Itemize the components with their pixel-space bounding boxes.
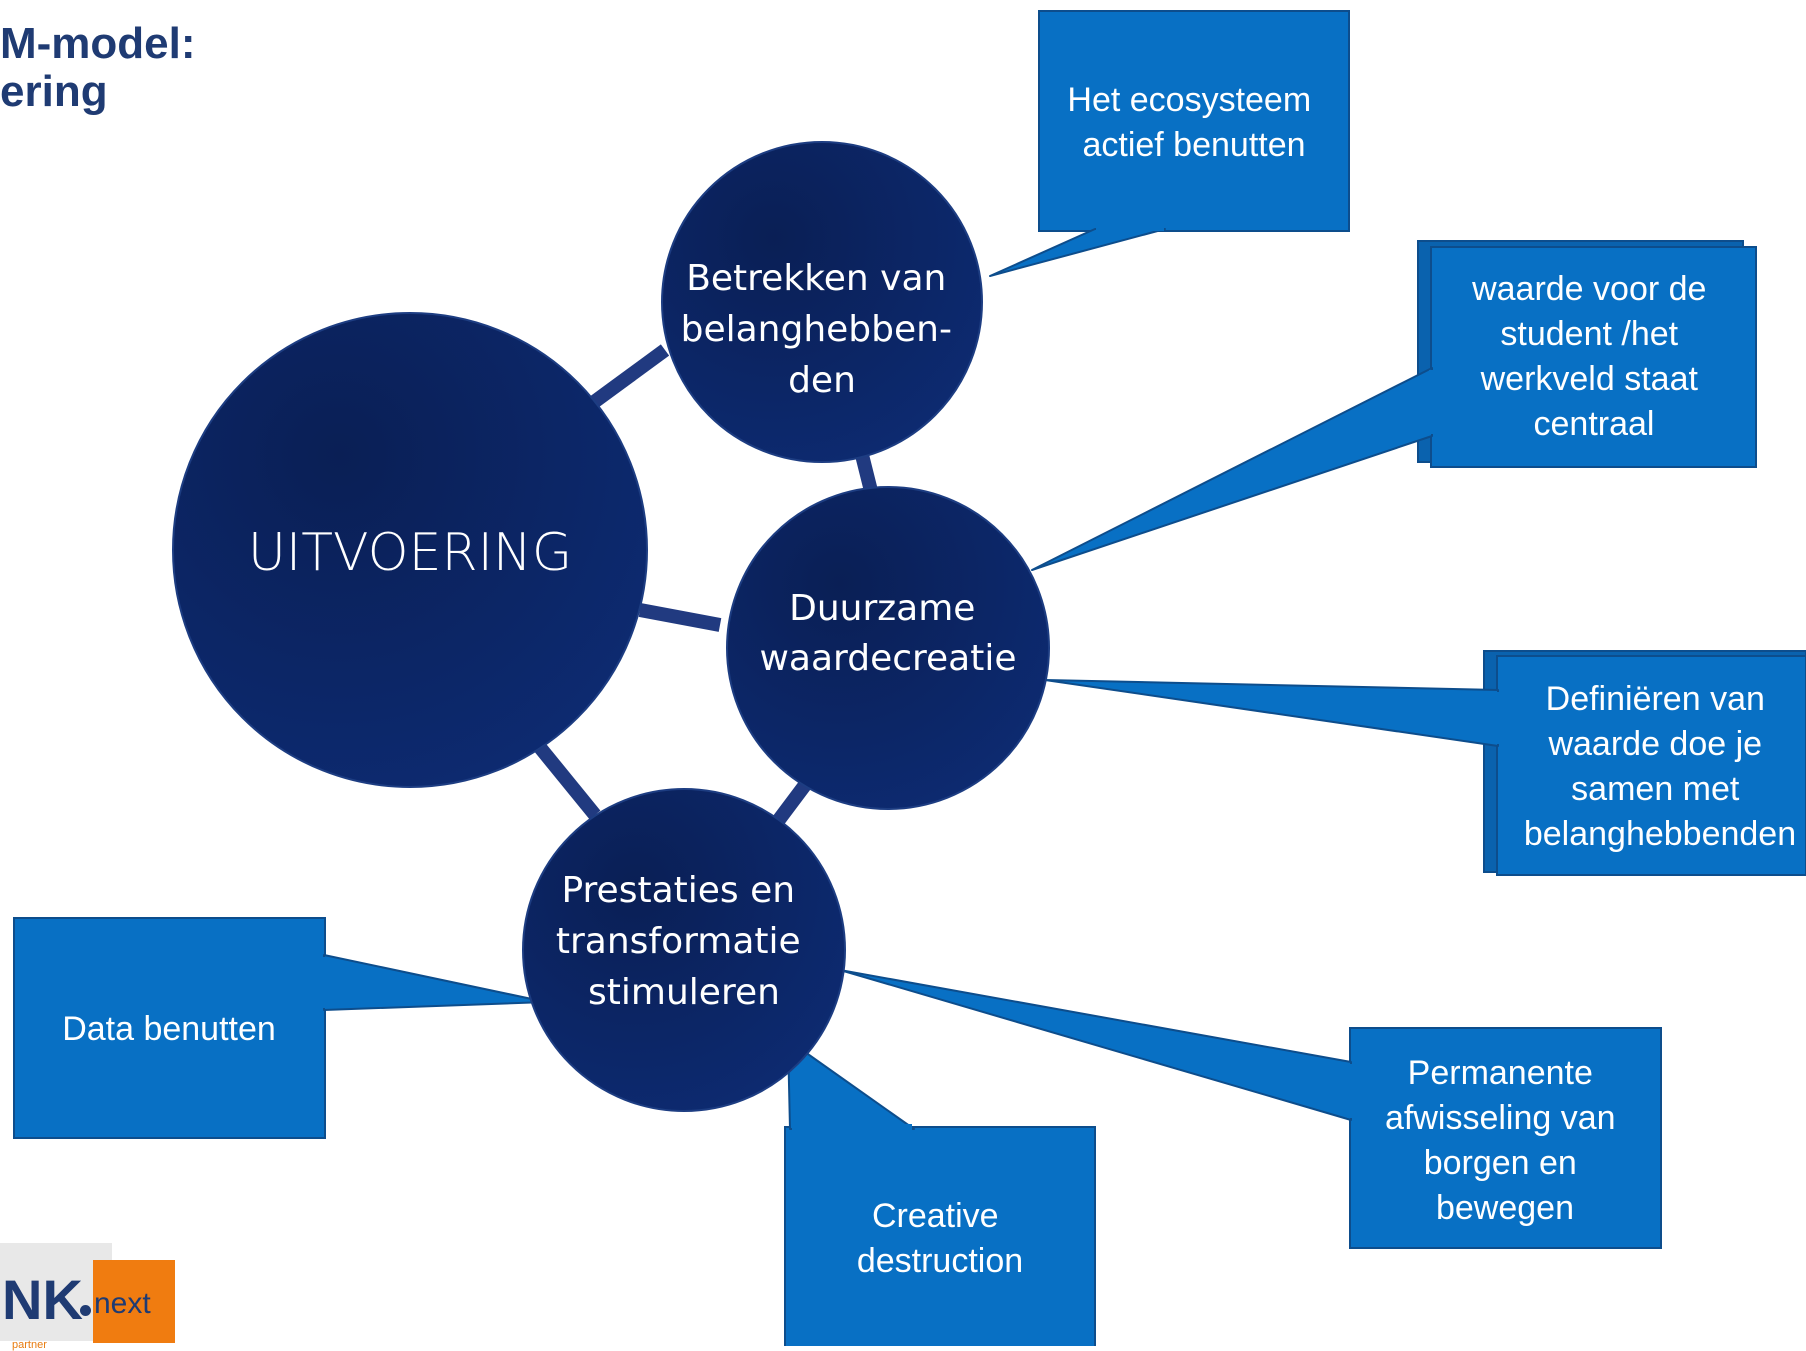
logo-dot — [80, 1305, 91, 1316]
logo-subtext: partner — [12, 1339, 47, 1351]
node-waardecreatie: Duurzame waardecreatie — [726, 486, 1050, 810]
callout-definieren: Definiëren van waarde doe je samen met b… — [1044, 650, 1806, 876]
svg-text:Data benutten: Data benutten — [62, 1010, 276, 1048]
callout-creative: Creative destruction — [784, 1039, 1096, 1346]
connector-main-to-belanghebbenden — [585, 344, 670, 411]
svg-text:waarde voor de student /: waarde voor de student /het werkveld sta… — [1471, 270, 1716, 443]
callout-data: Data benutten — [13, 917, 547, 1139]
callout-data-line-1: Data benutten — [62, 1010, 276, 1048]
callout-student-line-1: waarde voor de — [1471, 270, 1706, 308]
callout-student: waarde voor de student /het werkveld sta… — [1031, 240, 1757, 571]
callout-definieren-line-4: belanghebbenden — [1524, 815, 1796, 853]
callout-permanente-line-3: borgen en — [1424, 1144, 1577, 1182]
callout-permanente-line-4: bewegen — [1436, 1189, 1574, 1227]
callout-permanente: Permanente afwisseling van borgen en bew… — [839, 969, 1662, 1249]
logo-text: NK — [2, 1268, 83, 1331]
node-waardecreatie-line-2: waardecreatie — [759, 638, 1016, 679]
main-circle-uitvoering: UITVOERING — [172, 312, 648, 788]
svg-text:Betrekken van belanghebb: Betrekken van belanghebben- den — [681, 258, 964, 401]
node-prestaties: Prestaties en transformatie stimuleren — [522, 788, 846, 1112]
node-prestaties-line-3: stimuleren — [588, 972, 780, 1013]
callout-student-line-2: student /het — [1500, 315, 1678, 353]
page-title-line-1: M-model: — [0, 19, 196, 68]
svg-text:Het ecosysteem actief be: Het ecosysteem actief benutten — [1067, 81, 1320, 164]
logo-suffix: next — [94, 1287, 151, 1320]
callout-definieren-line-1: Definiëren van — [1546, 680, 1765, 718]
main-circle-label: UITVOERING — [248, 523, 572, 583]
svg-text:Definiëren van waarde do: Definiëren van waarde doe je samen met b… — [1524, 680, 1796, 853]
callout-permanente-line-2: afwisseling van — [1385, 1099, 1616, 1137]
svg-text:Permanente afwisseling v: Permanente afwisseling van borgen en bew… — [1385, 1054, 1625, 1227]
callout-permanente-line-1: Permanente — [1408, 1054, 1593, 1092]
node-belanghebbenden: Betrekken van belanghebben- den — [661, 141, 983, 463]
connector-waardecreatie-to-prestaties — [769, 780, 811, 830]
callout-student-line-4: centraal — [1534, 405, 1655, 443]
logo: NK next partner — [0, 1243, 178, 1351]
connector-main-to-prestaties — [532, 740, 601, 820]
callout-ecosysteem: Het ecosysteem actief benutten — [989, 10, 1350, 277]
node-belanghebbenden-line-2: belanghebben- — [681, 309, 952, 350]
node-waardecreatie-line-1: Duurzame — [789, 588, 975, 629]
connectors — [532, 344, 879, 830]
node-belanghebbenden-line-3: den — [788, 360, 856, 401]
callout-definieren-line-2: waarde doe je — [1547, 725, 1762, 763]
node-prestaties-line-2: transformatie — [556, 921, 801, 962]
svg-text:Duurzame waardecreatie: Duurzame waardecreatie — [759, 588, 1016, 679]
node-belanghebbenden-line-1: Betrekken van — [686, 258, 946, 299]
callout-ecosysteem-line-2: actief benutten — [1082, 126, 1305, 164]
logo-orange-block — [93, 1260, 175, 1343]
callout-creative-line-2: destruction — [857, 1242, 1023, 1280]
page-title-line-2: ering — [0, 67, 108, 116]
callout-creative-line-1: Creative — [872, 1197, 999, 1235]
node-prestaties-line-1: Prestaties en — [561, 870, 795, 911]
svg-text:Creative destruction: Creative destruction — [857, 1197, 1023, 1280]
callout-definieren-line-3: samen met — [1571, 770, 1740, 808]
callout-student-line-3: werkveld staat — [1480, 360, 1699, 398]
connector-main-to-waardecreatie — [638, 603, 722, 632]
callout-ecosysteem-line-1: Het ecosysteem — [1067, 81, 1311, 119]
svg-text:Prestaties en transforma: Prestaties en transformatie stimuleren — [556, 870, 812, 1013]
